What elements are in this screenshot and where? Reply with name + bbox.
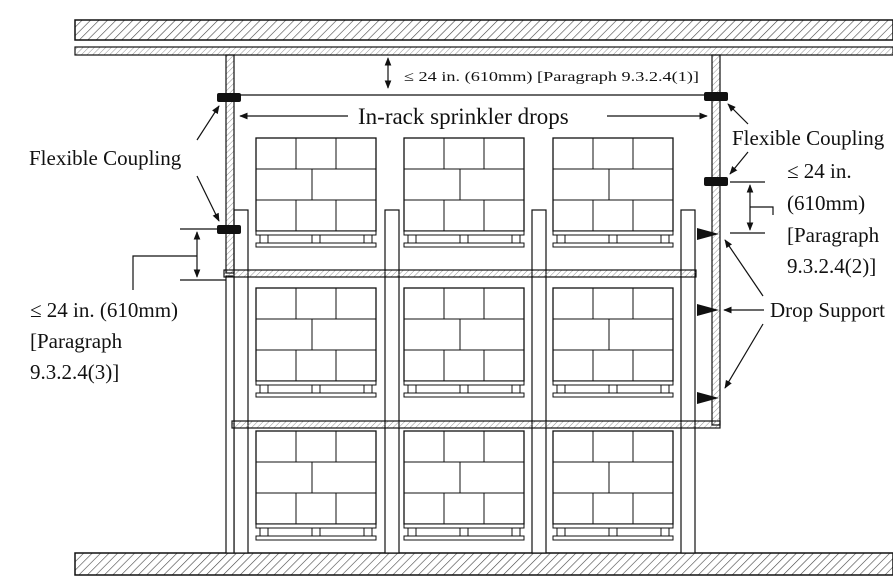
pallet-block	[363, 527, 373, 537]
left-dimension-marker	[132, 228, 226, 290]
pallet-block	[259, 234, 269, 244]
left-dimension-line-2: [Paragraph	[30, 329, 123, 353]
pallet-block	[459, 234, 469, 244]
pallet-block	[259, 527, 269, 537]
left-sprinkler-drop	[225, 54, 235, 274]
flexible-coupling-left-label: Flexible Coupling	[29, 146, 182, 170]
left-dimension-line-1: ≤ 24 in. (610mm)	[30, 298, 178, 322]
pallet-base	[403, 242, 525, 248]
flexible-coupling-left-top	[217, 93, 241, 102]
pallet-block	[556, 234, 566, 244]
drop-support-2	[697, 304, 719, 316]
drop-support-3	[697, 392, 719, 404]
drop-support-1	[697, 228, 719, 240]
pallet-base	[255, 392, 377, 398]
flexible-coupling-left-bottom	[217, 225, 241, 234]
pallet-block	[608, 527, 618, 537]
pallet-base	[552, 535, 674, 541]
ceiling-slab	[74, 19, 893, 41]
pallet-load	[403, 137, 525, 232]
pallet-block	[459, 527, 469, 537]
pallet-block	[511, 234, 521, 244]
top-dimension-label: ≤ 24 in. (610mm) [Paragraph 9.3.2.4(1)]	[404, 70, 699, 85]
pallet-block	[556, 384, 566, 394]
pallet-block	[511, 384, 521, 394]
flexible-coupling-left-leaders	[196, 105, 220, 222]
pallet-base	[255, 535, 377, 541]
pallet-deck	[403, 380, 525, 386]
rack-beam-upper	[223, 269, 697, 278]
rack-upright	[680, 209, 696, 554]
drop-support-label: Drop Support	[770, 298, 885, 322]
pallet-block	[363, 384, 373, 394]
pallet-block	[608, 234, 618, 244]
pallet-base	[403, 535, 525, 541]
pallet-deck	[403, 523, 525, 529]
flexible-coupling-right-top	[704, 92, 728, 101]
right-dimension-line-3: [Paragraph	[787, 223, 880, 247]
pallet-block	[259, 384, 269, 394]
right-sprinkler-drop	[711, 54, 721, 426]
pallet-deck	[255, 380, 377, 386]
pallet-load	[552, 137, 674, 232]
pallet-base	[403, 392, 525, 398]
rack-upright	[233, 209, 249, 554]
pallet-block	[660, 527, 670, 537]
pallet-load	[255, 430, 377, 525]
pallet-block	[311, 234, 321, 244]
pallet-base	[552, 242, 674, 248]
pallet-block	[459, 384, 469, 394]
drop-support-leaders	[723, 239, 764, 389]
flexible-coupling-right-label: Flexible Coupling	[732, 126, 885, 150]
pallet-block	[407, 384, 417, 394]
pallet-block	[407, 234, 417, 244]
pallet-block	[511, 527, 521, 537]
pallet-base	[255, 242, 377, 248]
floor-slab	[74, 552, 893, 576]
right-dimension-line-1: ≤ 24 in.	[787, 159, 852, 183]
in-rack-drops-label: In-rack sprinkler drops	[358, 104, 569, 129]
pallet-block	[311, 384, 321, 394]
pallet-deck	[552, 230, 674, 236]
ceiling-main-pipe	[74, 46, 893, 56]
flexible-coupling-right-bottom	[704, 177, 728, 186]
left-dimension-line-3: 9.3.2.4(3)]	[30, 360, 119, 384]
right-dimension-line-4: 9.3.2.4(2)]	[787, 254, 876, 278]
pallet-load	[403, 287, 525, 382]
flexible-coupling-right-leaders	[727, 103, 749, 175]
pallet-base	[552, 392, 674, 398]
pallet-block	[363, 234, 373, 244]
pallet-deck	[255, 523, 377, 529]
pallet-block	[660, 384, 670, 394]
pallet-block	[608, 384, 618, 394]
pallet-deck	[552, 380, 674, 386]
pallet-deck	[552, 523, 674, 529]
rack-beam-lower	[231, 420, 721, 429]
pallet-block	[311, 527, 321, 537]
pallet-block	[407, 527, 417, 537]
rack-upright	[531, 209, 547, 554]
pallet-block	[556, 527, 566, 537]
pallet-load	[552, 430, 674, 525]
pallet-load	[255, 287, 377, 382]
right-dimension-marker	[730, 181, 774, 234]
pallet-load	[552, 287, 674, 382]
pallet-load	[255, 137, 377, 232]
pallet-deck	[403, 230, 525, 236]
rack-upright	[225, 275, 235, 554]
right-dimension-line-2: (610mm)	[787, 191, 865, 215]
top-dimension-marker	[240, 57, 706, 96]
pallet-block	[660, 234, 670, 244]
pallet-deck	[255, 230, 377, 236]
pallet-load	[403, 430, 525, 525]
rack-upright	[384, 209, 400, 554]
storage-rack	[223, 137, 721, 554]
